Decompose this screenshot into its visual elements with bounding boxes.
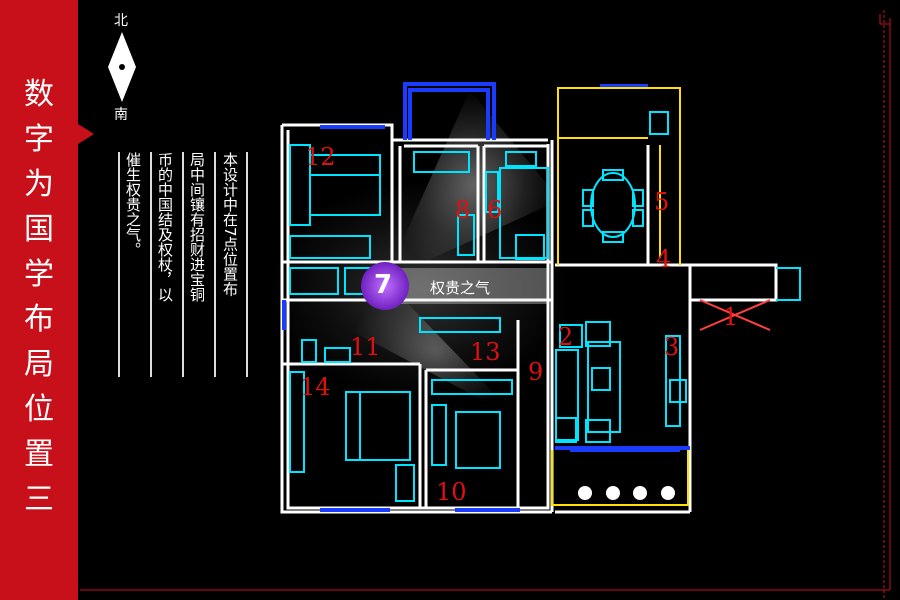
desc-divider: [214, 152, 216, 377]
windows: [282, 82, 690, 512]
title-char: 置: [24, 437, 54, 472]
compass-south-label: 南: [114, 107, 128, 123]
title-char: 局: [24, 347, 54, 382]
title-char: 学: [24, 257, 54, 292]
room-number: 10: [436, 478, 467, 506]
furniture: [289, 111, 801, 502]
desc-column-4: 催生权贵之气。: [124, 152, 142, 257]
room-number: 4: [656, 245, 671, 273]
desc-divider: [182, 152, 184, 377]
desc-divider: [246, 152, 248, 377]
desc-divider: [150, 152, 152, 377]
room-number: 8: [455, 196, 470, 224]
room-number: 9: [528, 358, 543, 386]
highlight-label: 权贵之气: [430, 279, 491, 297]
desc-divider: [118, 152, 120, 377]
title-char: 位: [24, 392, 54, 427]
room-number: 5: [654, 188, 669, 216]
highlight-number: 7: [374, 270, 393, 300]
room-number: 6: [487, 196, 502, 224]
desc-column-1: 本设计中在7点位置布: [221, 152, 239, 297]
title-char: 三: [24, 482, 54, 517]
title-char: 国: [24, 212, 54, 247]
compass-icon: [108, 32, 136, 102]
balcony-outline: [551, 87, 689, 506]
room-number: 14: [300, 373, 331, 401]
room-number: 12: [305, 143, 336, 171]
plants: [578, 486, 675, 500]
title-char: 字: [24, 122, 54, 157]
sidebar: 数 字 为 国 学 布 局 位 置 三: [0, 0, 78, 600]
room-number: 2: [558, 323, 573, 351]
room-number: 3: [664, 333, 679, 361]
title-char: 数: [24, 77, 54, 112]
desc-column-3: 币的中国结及权杖，以: [156, 152, 174, 302]
sidebar-pointer: [78, 124, 94, 144]
compass-north-label: 北: [114, 13, 128, 29]
desc-column-2: 局中间镶有招财进宝铜: [188, 152, 206, 302]
room-number: 1: [723, 303, 738, 331]
room-number: 11: [350, 333, 381, 361]
room-numbers: 1 2 3 4 5 6 8 9 10 11 12 13 14: [300, 143, 738, 506]
sidebar-title: 数 字 为 国 学 布 局 位 置 三: [0, 72, 78, 522]
title-char: 为: [24, 167, 54, 202]
highlight-badge: [361, 262, 409, 310]
room-number: 13: [470, 338, 501, 366]
title-char: 布: [24, 302, 54, 337]
